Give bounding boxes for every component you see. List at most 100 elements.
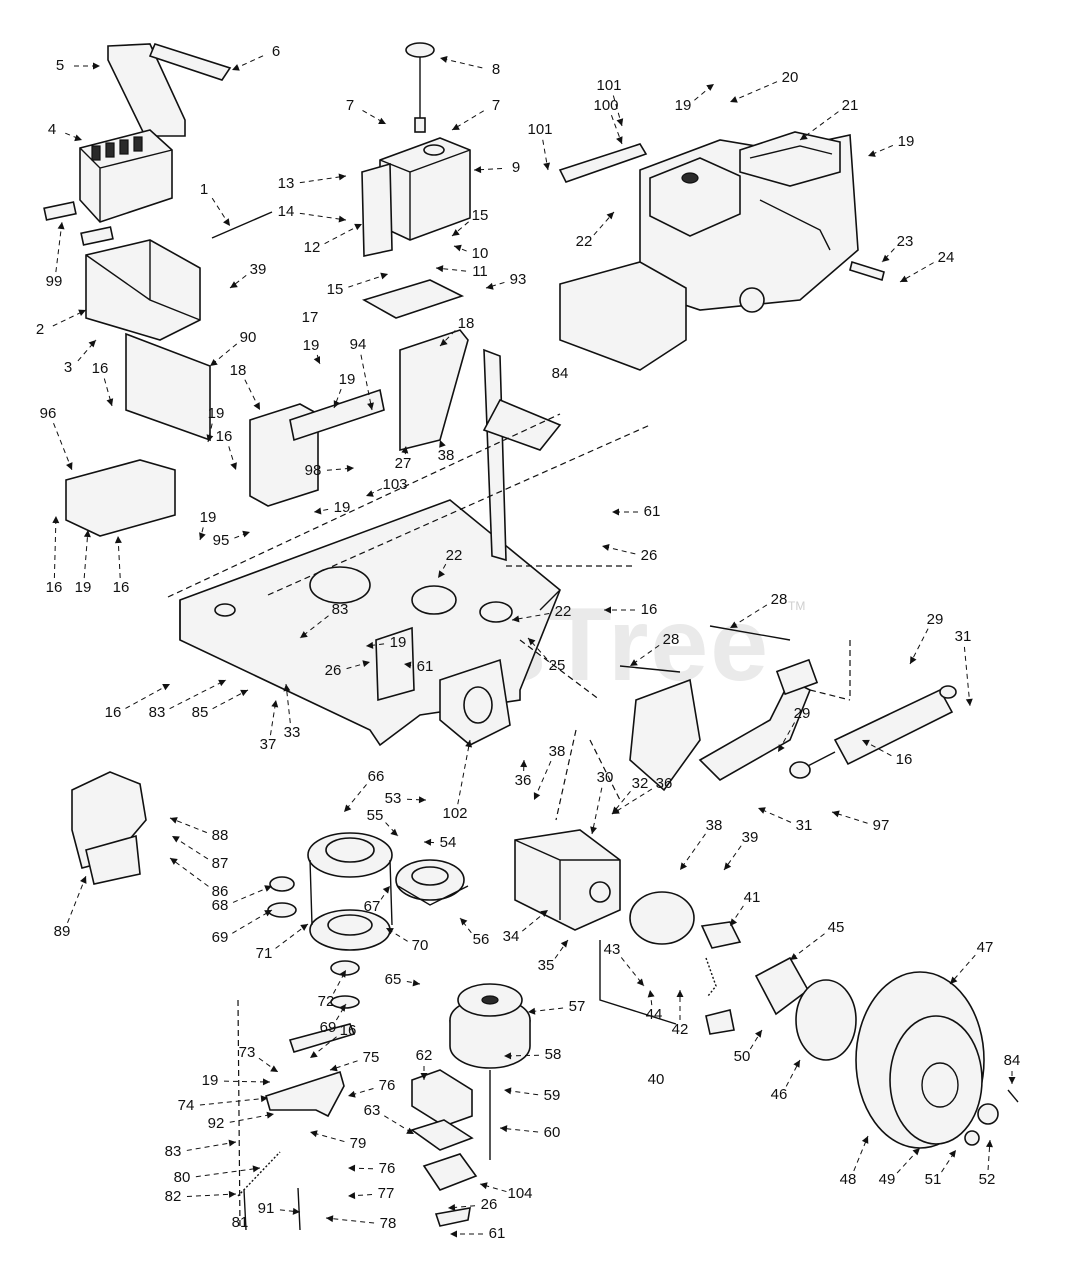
leader-arrow-74: [260, 1095, 268, 1103]
callout-label-42: 42: [672, 1021, 689, 1038]
leader-arrow-38: [533, 792, 541, 800]
leader-arrow-15: [380, 272, 388, 280]
leader-line-82: [186, 1193, 237, 1198]
callout-label-5: 5: [56, 57, 64, 74]
leader-arrow-22: [606, 212, 614, 220]
leader-arrow-19: [206, 434, 214, 442]
leader-arrow-34: [540, 910, 548, 917]
fuel-cap-icon: [405, 42, 435, 133]
callout-label-87: 87: [212, 855, 229, 872]
callout-label-16: 16: [216, 428, 233, 445]
leader-arrow-83: [300, 631, 308, 638]
callout-label-19: 19: [75, 579, 92, 596]
callout-label-37: 37: [260, 736, 277, 753]
nut-icon: [964, 1130, 980, 1146]
leader-arrow-54: [424, 838, 432, 846]
callout-label-83: 83: [149, 704, 166, 721]
bolt-icon: [619, 625, 791, 673]
callout-label-2: 2: [36, 321, 44, 338]
leader-arrow-16: [162, 684, 170, 691]
leader-arrow-29: [910, 656, 917, 664]
leader-arrow-42: [676, 990, 684, 997]
leader-arrow-69: [339, 1004, 346, 1012]
leader-arrow-44: [647, 990, 655, 998]
spring-icon: [705, 957, 717, 997]
leader-arrow-76: [348, 1164, 356, 1172]
leader-arrow-28: [630, 659, 638, 666]
fuel-tank-icon: [379, 137, 471, 241]
leader-line-88: [169, 817, 208, 834]
rim-icon: [795, 979, 857, 1061]
leader-arrow-51: [948, 1150, 956, 1158]
leader-arrow-89: [80, 876, 87, 884]
callout-label-86: 86: [212, 883, 229, 900]
callout-label-85: 85: [192, 704, 209, 721]
callout-label-68: 68: [212, 897, 229, 914]
leader-arrow-31: [758, 807, 766, 814]
callout-label-70: 70: [412, 937, 429, 954]
callout-label-19: 19: [898, 133, 915, 150]
callout-label-26: 26: [325, 662, 342, 679]
callout-label-53: 53: [385, 790, 402, 807]
leader-line-14: [299, 212, 347, 221]
callout-label-65: 65: [385, 971, 402, 988]
callout-label-22: 22: [555, 603, 572, 620]
callout-label-23: 23: [897, 233, 914, 250]
leader-arrow-13: [338, 173, 346, 181]
brake-shoe-icon: [705, 1009, 735, 1035]
callout-label-34: 34: [503, 928, 520, 945]
leader-arrow-80: [252, 1165, 260, 1173]
clutch-bracket-icon: [411, 1069, 473, 1127]
callout-label-89: 89: [54, 923, 71, 940]
callout-label-12: 12: [304, 239, 321, 256]
leader-line-8: [439, 57, 483, 69]
leader-line-93: [485, 281, 505, 289]
idler-arm-icon: [265, 1070, 345, 1118]
leader-line-9: [473, 167, 503, 171]
callout-label-19: 19: [303, 337, 320, 354]
leader-line-69: [335, 1003, 347, 1021]
callout-label-18: 18: [458, 315, 475, 332]
left-bracket-icon: [65, 332, 211, 537]
leader-arrow-22: [438, 570, 445, 578]
callout-label-57: 57: [569, 998, 586, 1015]
leader-arrow-65: [412, 979, 420, 987]
callout-label-92: 92: [208, 1115, 225, 1132]
pin-icon: [1007, 1089, 1019, 1103]
leader-line-53: [406, 798, 427, 801]
leader-arrow-7: [452, 123, 460, 130]
leader-line-38: [679, 833, 706, 871]
leader-arrow-14: [338, 215, 346, 223]
leader-line-78: [325, 1217, 375, 1224]
leader-arrow-26: [448, 1203, 456, 1211]
spring-icon: [237, 1151, 281, 1197]
lever-plate-icon: [482, 398, 562, 451]
leader-line-68: [232, 885, 273, 903]
leader-arrow-96: [66, 462, 73, 470]
leader-line-28: [729, 604, 768, 629]
leader-line-4: [65, 132, 83, 141]
leader-arrow-10: [454, 244, 462, 252]
callout-label-80: 80: [174, 1169, 191, 1186]
callout-label-55: 55: [367, 807, 384, 824]
leader-arrow-45: [790, 953, 798, 960]
leader-arrow-19: [262, 1078, 270, 1086]
leader-arrow-3: [88, 340, 96, 348]
callout-label-76: 76: [379, 1160, 396, 1177]
callout-label-32: 32: [632, 775, 649, 792]
watermark-trademark: TM: [788, 599, 805, 613]
leader-line-12: [324, 223, 363, 245]
leader-arrow-4: [74, 134, 82, 142]
callout-label-100: 100: [593, 97, 618, 114]
leader-arrow-101: [616, 118, 624, 126]
callout-label-27: 27: [395, 455, 412, 472]
callout-label-3: 3: [64, 359, 72, 376]
leader-arrow-91: [292, 1207, 300, 1215]
spacer-icon: [269, 876, 295, 892]
leader-arrow-29: [778, 744, 785, 752]
leader-arrow-86: [170, 858, 178, 865]
callout-label-19: 19: [339, 371, 356, 388]
callout-label-19: 19: [334, 499, 351, 516]
leader-line-19: [207, 423, 213, 443]
callout-label-96: 96: [40, 405, 57, 422]
